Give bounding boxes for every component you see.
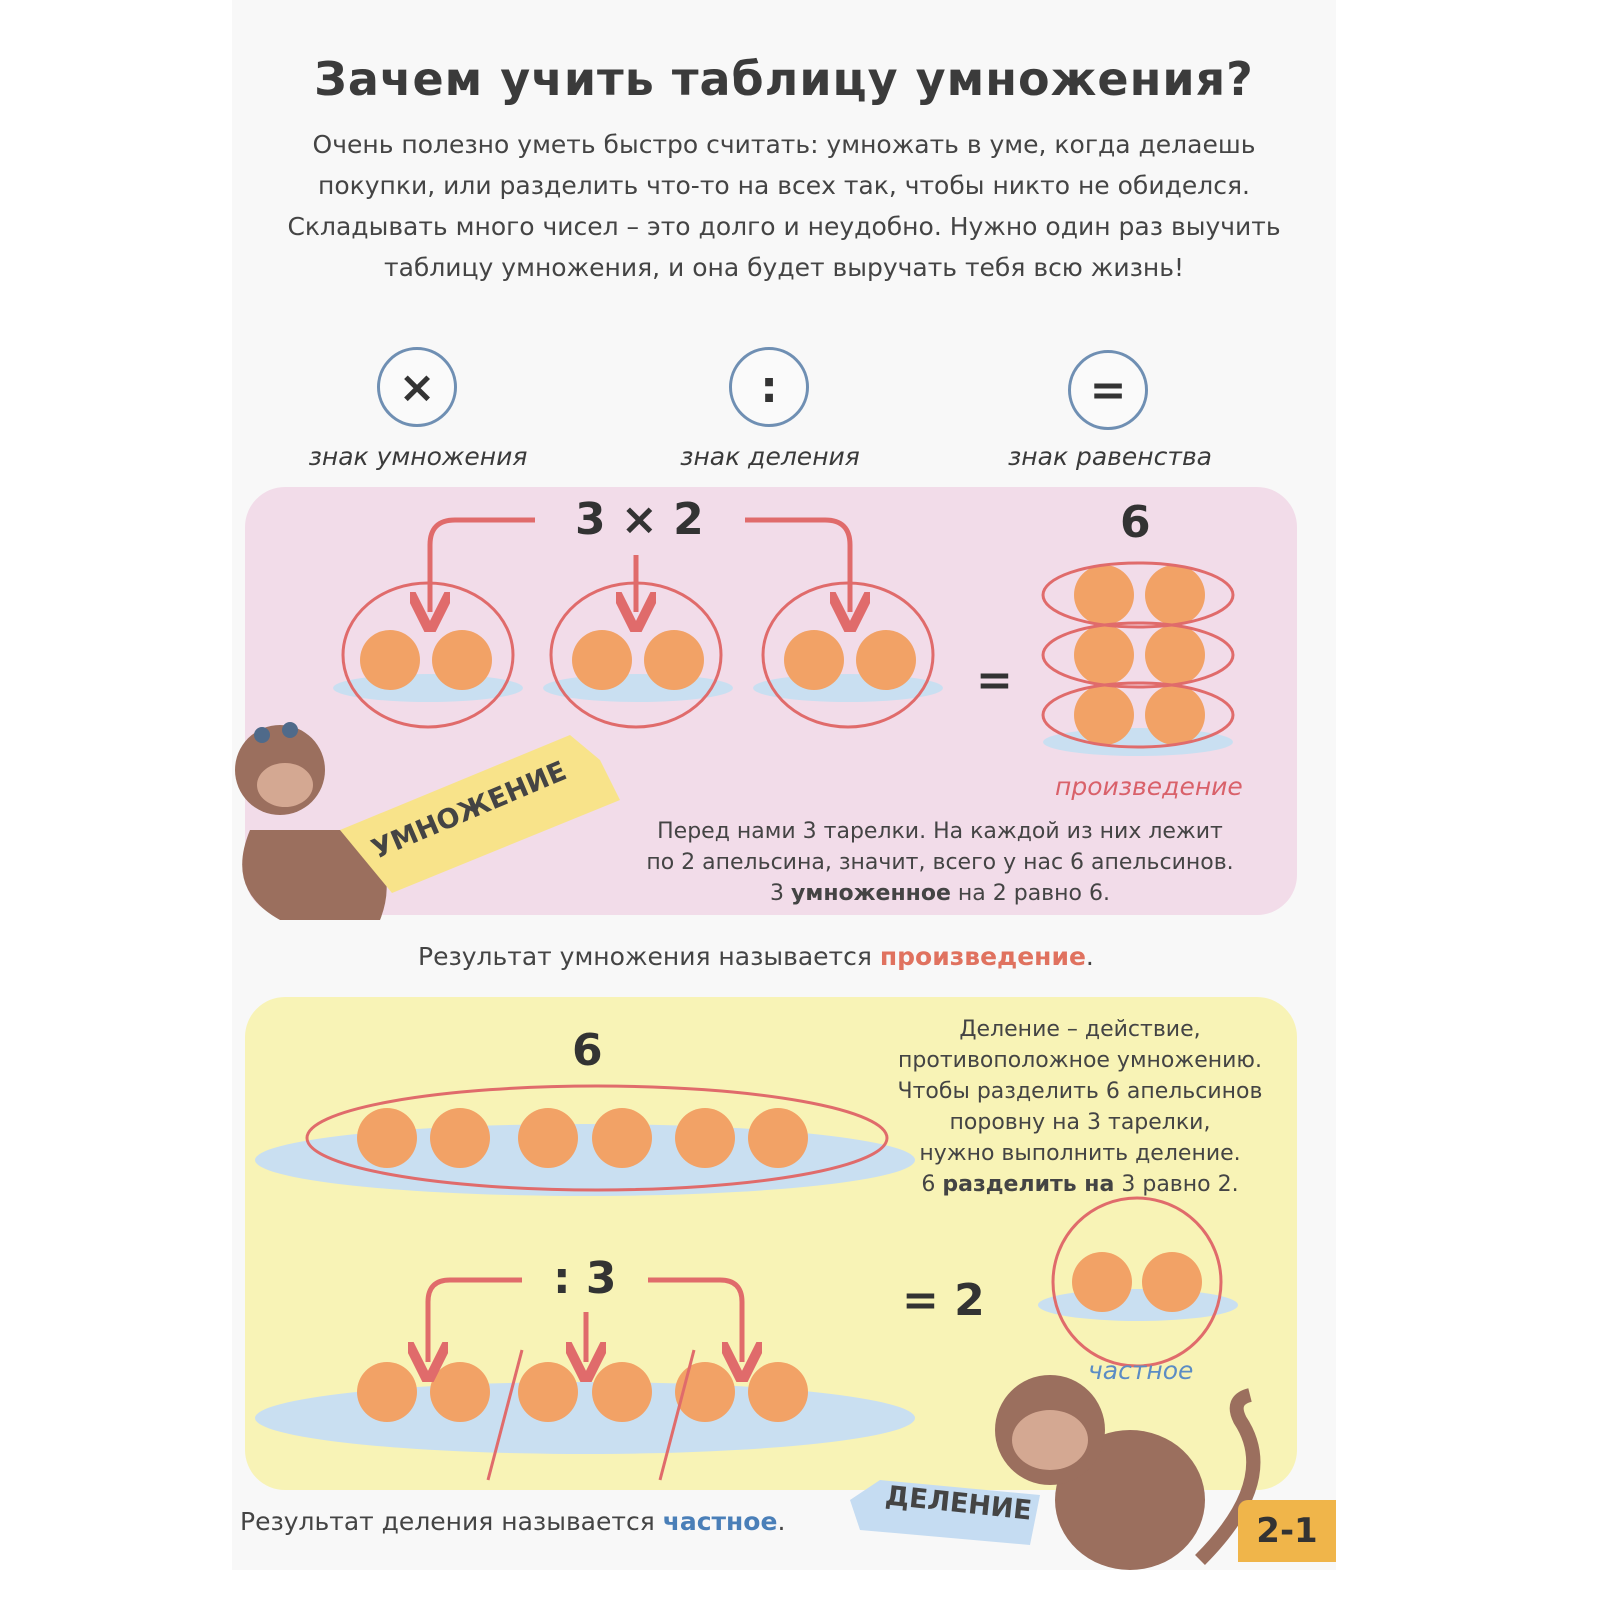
arrow bbox=[648, 1277, 742, 1362]
text-part: Результат деления называется bbox=[240, 1507, 655, 1536]
divide-icon: : bbox=[729, 347, 809, 427]
arrow bbox=[428, 1277, 522, 1362]
division-result: = 2 bbox=[902, 1275, 985, 1326]
text-line: 3 умноженное на 2 равно 6. bbox=[590, 878, 1290, 909]
quotient-label: частное bbox=[1088, 1356, 1194, 1385]
division-tag-shape bbox=[850, 1480, 1040, 1545]
text-line: противоположное умножению. bbox=[898, 1048, 1262, 1073]
orange-group bbox=[357, 565, 1205, 1422]
sign-label-multiply: знак умножения bbox=[308, 442, 528, 471]
page-number: 2-1 bbox=[1238, 1500, 1336, 1562]
text-line: Перед нами 3 тарелки. На каждой из них л… bbox=[657, 819, 1223, 844]
sign-label-divide: знак деления bbox=[680, 442, 860, 471]
text-line: нужно выполнить деление. bbox=[919, 1141, 1241, 1166]
text-part: на 2 равно 6. bbox=[957, 881, 1110, 906]
multiplication-summary: Результат умножения называется произведе… bbox=[418, 942, 1094, 971]
sign-label-equals: знак равенства bbox=[1007, 442, 1213, 471]
divider-slash bbox=[658, 1349, 696, 1481]
division-explanation: Деление – действие, противоположное умно… bbox=[870, 1014, 1290, 1200]
text-part: 3 bbox=[770, 881, 784, 906]
product-label: произведение bbox=[1055, 772, 1243, 801]
text-bold: разделить на bbox=[942, 1172, 1115, 1197]
text-line: Чтобы разделить 6 апельсинов bbox=[897, 1079, 1263, 1104]
monkey-illustration-left bbox=[235, 722, 387, 920]
multiplication-expression: 3 × 2 bbox=[575, 494, 704, 545]
intro-paragraph: Очень полезно уметь быстро считать: умно… bbox=[287, 130, 1281, 282]
text-bold: умноженное bbox=[791, 881, 951, 906]
multiplication-tag-shape bbox=[340, 735, 620, 893]
text-line: 6 разделить на 3 равно 2. bbox=[870, 1169, 1290, 1200]
monkey-illustration-right bbox=[995, 1375, 1261, 1570]
text-line: Деление – действие, bbox=[959, 1017, 1201, 1042]
text-part: . bbox=[777, 1507, 786, 1536]
multiply-icon: × bbox=[377, 347, 457, 427]
text-line: поровну на 3 тарелки, bbox=[949, 1110, 1211, 1135]
text-line: по 2 апельсина, значит, всего у нас 6 ап… bbox=[646, 850, 1234, 875]
page-title: Зачем учить таблицу умножения? bbox=[314, 52, 1254, 106]
text-part: 3 равно 2. bbox=[1121, 1172, 1239, 1197]
text-part: . bbox=[1085, 942, 1094, 971]
equals-sign: = bbox=[976, 655, 1013, 706]
text-part: 6 bbox=[921, 1172, 936, 1197]
grouping-rings bbox=[305, 561, 1235, 1368]
arrow bbox=[430, 517, 535, 612]
division-summary: Результат деления называется частное. bbox=[240, 1507, 785, 1536]
term-highlight: произведение bbox=[879, 942, 1086, 971]
multiplication-explanation: Перед нами 3 тарелки. На каждой из них л… bbox=[590, 816, 1290, 909]
division-divisor: : 3 bbox=[553, 1253, 617, 1304]
term-highlight: частное bbox=[662, 1507, 778, 1536]
equals-icon: = bbox=[1068, 350, 1148, 430]
division-total: 6 bbox=[572, 1025, 603, 1076]
text-part: Результат умножения называется bbox=[418, 942, 872, 971]
arrow bbox=[745, 517, 850, 612]
divider-slash bbox=[486, 1349, 524, 1481]
multiplication-result: 6 bbox=[1120, 497, 1151, 548]
